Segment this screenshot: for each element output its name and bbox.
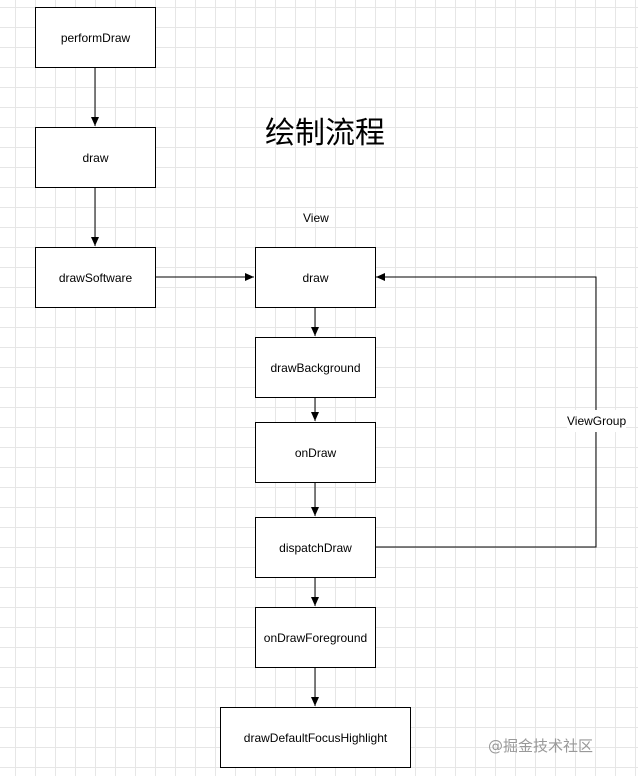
view-draw-node: draw bbox=[255, 247, 376, 308]
watermark: @掘金技术社区 bbox=[488, 737, 594, 755]
on-draw-node: onDraw bbox=[255, 422, 376, 483]
on-draw-foreground-node: onDrawForeground bbox=[255, 607, 376, 668]
draw-root-node: draw bbox=[35, 127, 156, 188]
draw-default-focus-highlight-node: drawDefaultFocusHighlight bbox=[220, 707, 411, 768]
perform-draw-node: performDraw bbox=[35, 7, 156, 68]
dispatch-draw-node: dispatchDraw bbox=[255, 517, 376, 578]
draw-software-node: drawSoftware bbox=[35, 247, 156, 308]
draw-background-node: drawBackground bbox=[255, 337, 376, 398]
diagram-title: 绘制流程 bbox=[265, 116, 385, 151]
arrow-dispatchdraw-loop-to-view-draw bbox=[375, 273, 597, 548]
viewgroup-label: ViewGroup bbox=[567, 410, 627, 432]
view-label: View bbox=[303, 211, 329, 225]
